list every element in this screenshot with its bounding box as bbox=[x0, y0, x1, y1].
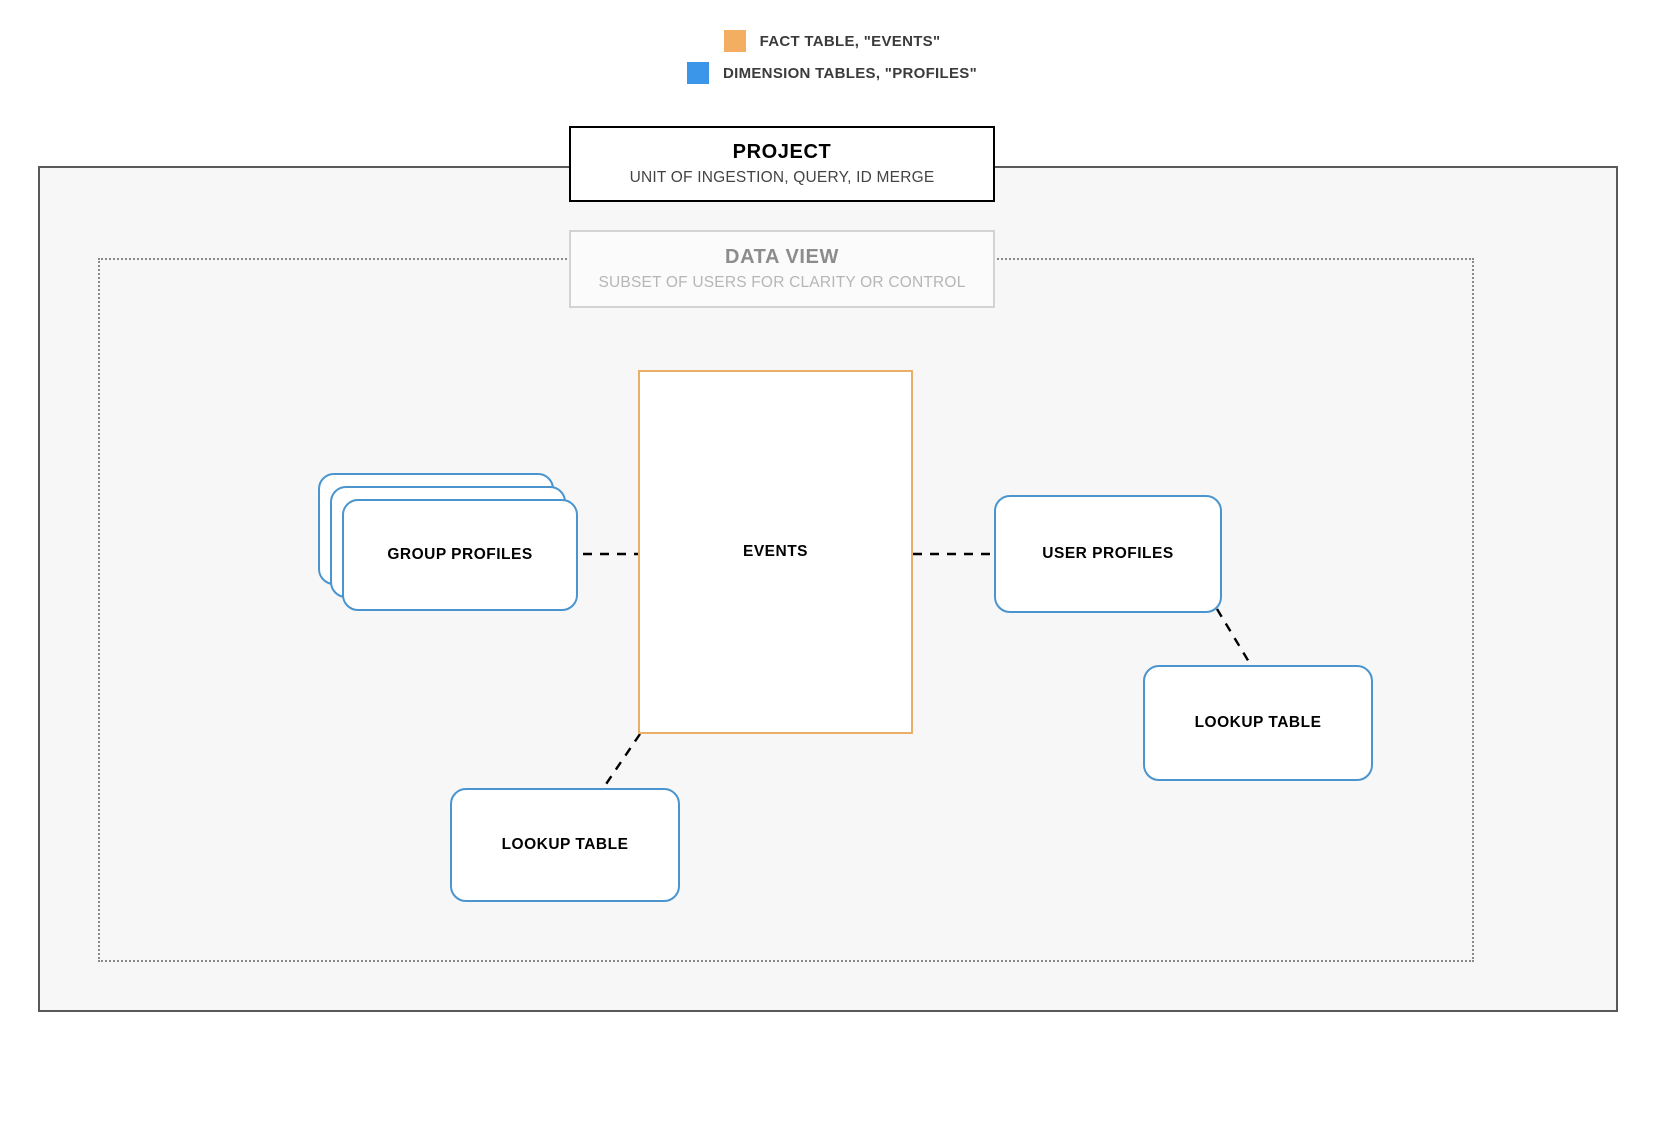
legend-item-label: FACT TABLE, "EVENTS" bbox=[759, 32, 941, 50]
legend-item-label: DIMENSION TABLES, "PROFILES" bbox=[722, 64, 978, 82]
orange-square-swatch bbox=[723, 30, 746, 52]
node-user-profiles-label: USER PROFILES bbox=[1042, 545, 1174, 562]
node-lookup-table-left-label: LOOKUP TABLE bbox=[501, 836, 629, 853]
data-view-title: DATA VIEW bbox=[725, 246, 839, 268]
project-card: PROJECT UNIT OF INGESTION, QUERY, ID MER… bbox=[569, 126, 995, 202]
node-events: EVENTS bbox=[638, 370, 913, 734]
node-lookup-table-right-label: LOOKUP TABLE bbox=[1194, 714, 1322, 731]
node-events-label: EVENTS bbox=[742, 543, 808, 560]
data-view-card: DATA VIEW SUBSET OF USERS FOR CLARITY OR… bbox=[569, 230, 995, 308]
blue-square-swatch bbox=[686, 62, 709, 84]
legend-item-dimension-tables: DIMENSION TABLES, "PROFILES" bbox=[686, 62, 978, 84]
project-subtitle: UNIT OF INGESTION, QUERY, ID MERGE bbox=[629, 169, 935, 186]
node-group-profiles-card-front: GROUP PROFILES bbox=[342, 499, 578, 611]
node-user-profiles: USER PROFILES bbox=[994, 495, 1222, 613]
legend: FACT TABLE, "EVENTS" DIMENSION TABLES, "… bbox=[0, 30, 1664, 84]
node-lookup-table-left: LOOKUP TABLE bbox=[450, 788, 680, 902]
node-group-profiles-label: GROUP PROFILES bbox=[387, 546, 533, 563]
node-lookup-table-right: LOOKUP TABLE bbox=[1143, 665, 1373, 781]
node-group-profiles: GROUP PROFILES bbox=[318, 473, 578, 613]
project-title: PROJECT bbox=[732, 141, 832, 163]
legend-item-fact-table: FACT TABLE, "EVENTS" bbox=[723, 30, 941, 52]
data-view-subtitle: SUBSET OF USERS FOR CLARITY OR CONTROL bbox=[598, 274, 966, 291]
